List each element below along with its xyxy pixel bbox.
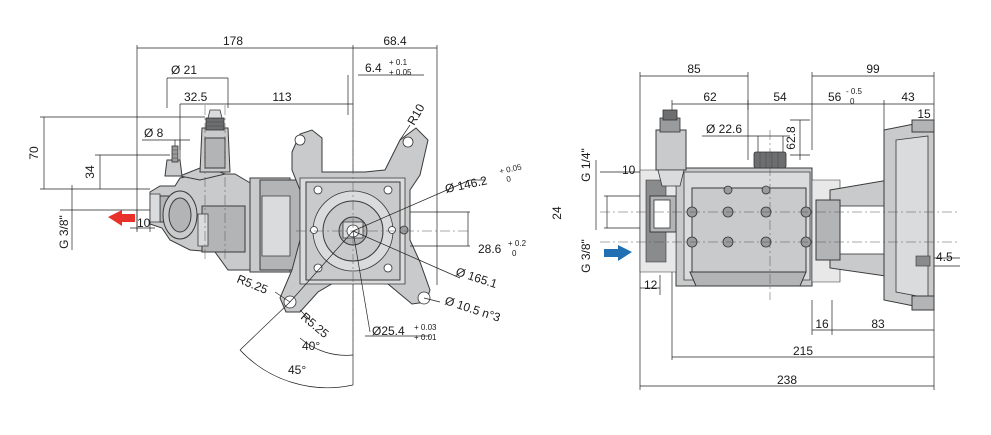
dim-bolt-circle-tol-up: + 0.05 [499,162,523,176]
dim-angle-40: 40° [302,339,320,353]
dim-port-label: G 3/8" [57,215,71,249]
dim-width-16: 16 [815,317,829,331]
dim-holes: Ø 10.5 n°3 [443,294,502,325]
dim-width-56: 56 [828,90,842,104]
dim-width-56-tol-low: 0 [850,97,855,106]
dim-height-24: 24 [550,206,564,220]
dim-shaft-tol-up: + 0.03 [414,323,437,332]
dim-angle-45: 45° [288,363,306,377]
dim-depth-10: 10 [622,163,636,177]
right-view-labels: 85 99 62 54 56 - 0.5 0 43 15 Ø 22.6 62.8… [550,62,953,387]
right-pump-view [595,72,960,390]
dim-inlet-diameter: Ø 21 [171,63,197,77]
outlet-arrow-icon [108,210,135,226]
dim-length-215: 215 [793,344,813,358]
dim-radius-top: R10 [404,101,427,127]
dim-bolt-circle: Ø 146.2 [444,173,489,196]
dim-height-34: 34 [83,165,97,179]
dim-width-85: 85 [687,62,701,76]
dim-offset: 6.4 [365,61,382,75]
dim-diameter-22-6: Ø 22.6 [706,122,742,136]
dim-port-label-right: G 3/8" [579,239,593,273]
dim-height-62-8: 62.8 [784,126,798,150]
dim-offset-tol-up: + 0.1 [389,58,408,67]
dim-height-70: 70 [27,146,41,160]
dim-right-extent: 68.4 [383,34,407,48]
left-pump-view [40,45,485,389]
dim-bolt-circle-tol-low: 0 [506,174,513,184]
dim-depth-12: 12 [644,278,658,292]
dim-width-62: 62 [703,90,717,104]
dim-center-distance: 113 [272,90,291,104]
dim-overall-width: 178 [223,34,243,48]
dim-width-83: 83 [871,317,885,331]
dim-shaft-tol-low: + 0.01 [414,333,437,342]
dim-flange-outer: Ø 165.1 [454,265,499,292]
dim-offset-tol-low: + 0.05 [389,68,412,77]
dim-width-15: 15 [917,107,931,121]
dim-radius-a: R5.25 [235,272,270,297]
dim-inlet-offset: 32.5 [184,90,208,104]
dim-port-depth: 10 [137,216,151,230]
dim-width-43: 43 [901,90,915,104]
dim-length-238: 238 [777,373,797,387]
dim-width-99: 99 [866,62,880,76]
dim-key-offset: 28.6 [478,242,502,256]
dim-width-56-tol-up: - 0.5 [846,87,863,96]
dim-height-4-5: 4.5 [936,250,953,264]
dim-fitting-diameter: Ø 8 [144,126,164,140]
dim-key-tol-low: 0 [512,249,517,258]
dim-width-54: 54 [773,90,787,104]
inlet-arrow-icon [604,245,632,261]
dim-key-tol-up: + 0.2 [508,239,527,248]
dim-shaft-diameter: Ø25.4 [372,324,405,338]
dim-port-quarter: G 1/4" [579,148,593,182]
dim-radius-b: R5.25 [298,310,332,342]
